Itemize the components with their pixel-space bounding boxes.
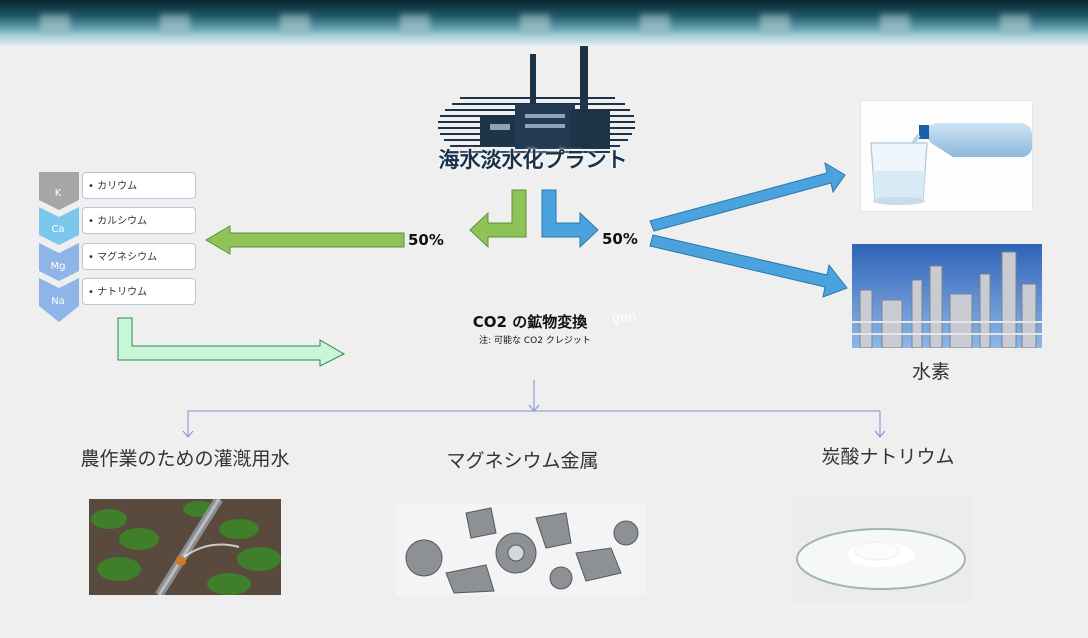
element-name-magnesium: • マグネシウム xyxy=(82,243,196,270)
element-name-calcium: • カルシウム xyxy=(82,207,196,234)
element-name-potassium: • カリウム xyxy=(82,172,196,199)
element-symbol-na: Na xyxy=(51,296,65,307)
top-banner xyxy=(0,0,1088,45)
irrigation-image xyxy=(89,499,281,595)
product-label-sodium-carbonate: 炭酸ナトリウム xyxy=(821,446,955,468)
blue-arrows-to-outputs xyxy=(649,161,848,298)
right-percent: 50% xyxy=(602,230,638,248)
magnesium-parts-image xyxy=(396,503,646,595)
element-symbol-k: K xyxy=(54,188,62,199)
co2-ghost-text: gen xyxy=(612,311,637,326)
chevron-na-icon xyxy=(39,278,79,322)
mint-arrow-to-co2 xyxy=(117,317,346,367)
green-split-arrow xyxy=(469,189,527,249)
chevron-k-icon xyxy=(39,172,79,210)
distribution-connector xyxy=(182,380,886,438)
left-percent: 50% xyxy=(408,231,444,249)
hydrogen-plant-image xyxy=(852,244,1042,348)
product-label-magnesium: マグネシウム金属 xyxy=(446,450,599,472)
hydrogen-label: 水素 xyxy=(911,361,950,383)
desalination-plant-image xyxy=(438,46,635,153)
sodium-carbonate-image xyxy=(791,497,973,602)
co2-credit-note: 注: 可能な CO2 クレジット xyxy=(479,336,591,346)
split-arrows xyxy=(469,189,599,249)
chevron-mg-icon xyxy=(39,243,79,281)
arrow-to-water xyxy=(649,161,846,232)
element-symbol-mg: Mg xyxy=(50,261,66,272)
co2-conversion-title: CO2 の鉱物変換 xyxy=(472,313,588,331)
green-arrow-to-minerals xyxy=(205,225,405,255)
plant-title: 海水淡水化プラント xyxy=(438,148,628,172)
element-name-sodium: • ナトリウム xyxy=(82,278,196,305)
chevron-ca-icon xyxy=(39,207,79,245)
blue-split-arrow xyxy=(541,189,599,249)
drinking-water-image xyxy=(860,100,1033,212)
product-label-irrigation: 農作業のための灌漑用水 xyxy=(80,448,290,470)
arrow-to-hydrogen xyxy=(649,234,848,298)
element-symbol-ca: Ca xyxy=(51,224,65,235)
element-list: K • カリウム Ca • カルシウム Mg • マグネシウム Na • ナトリ… xyxy=(37,172,207,327)
